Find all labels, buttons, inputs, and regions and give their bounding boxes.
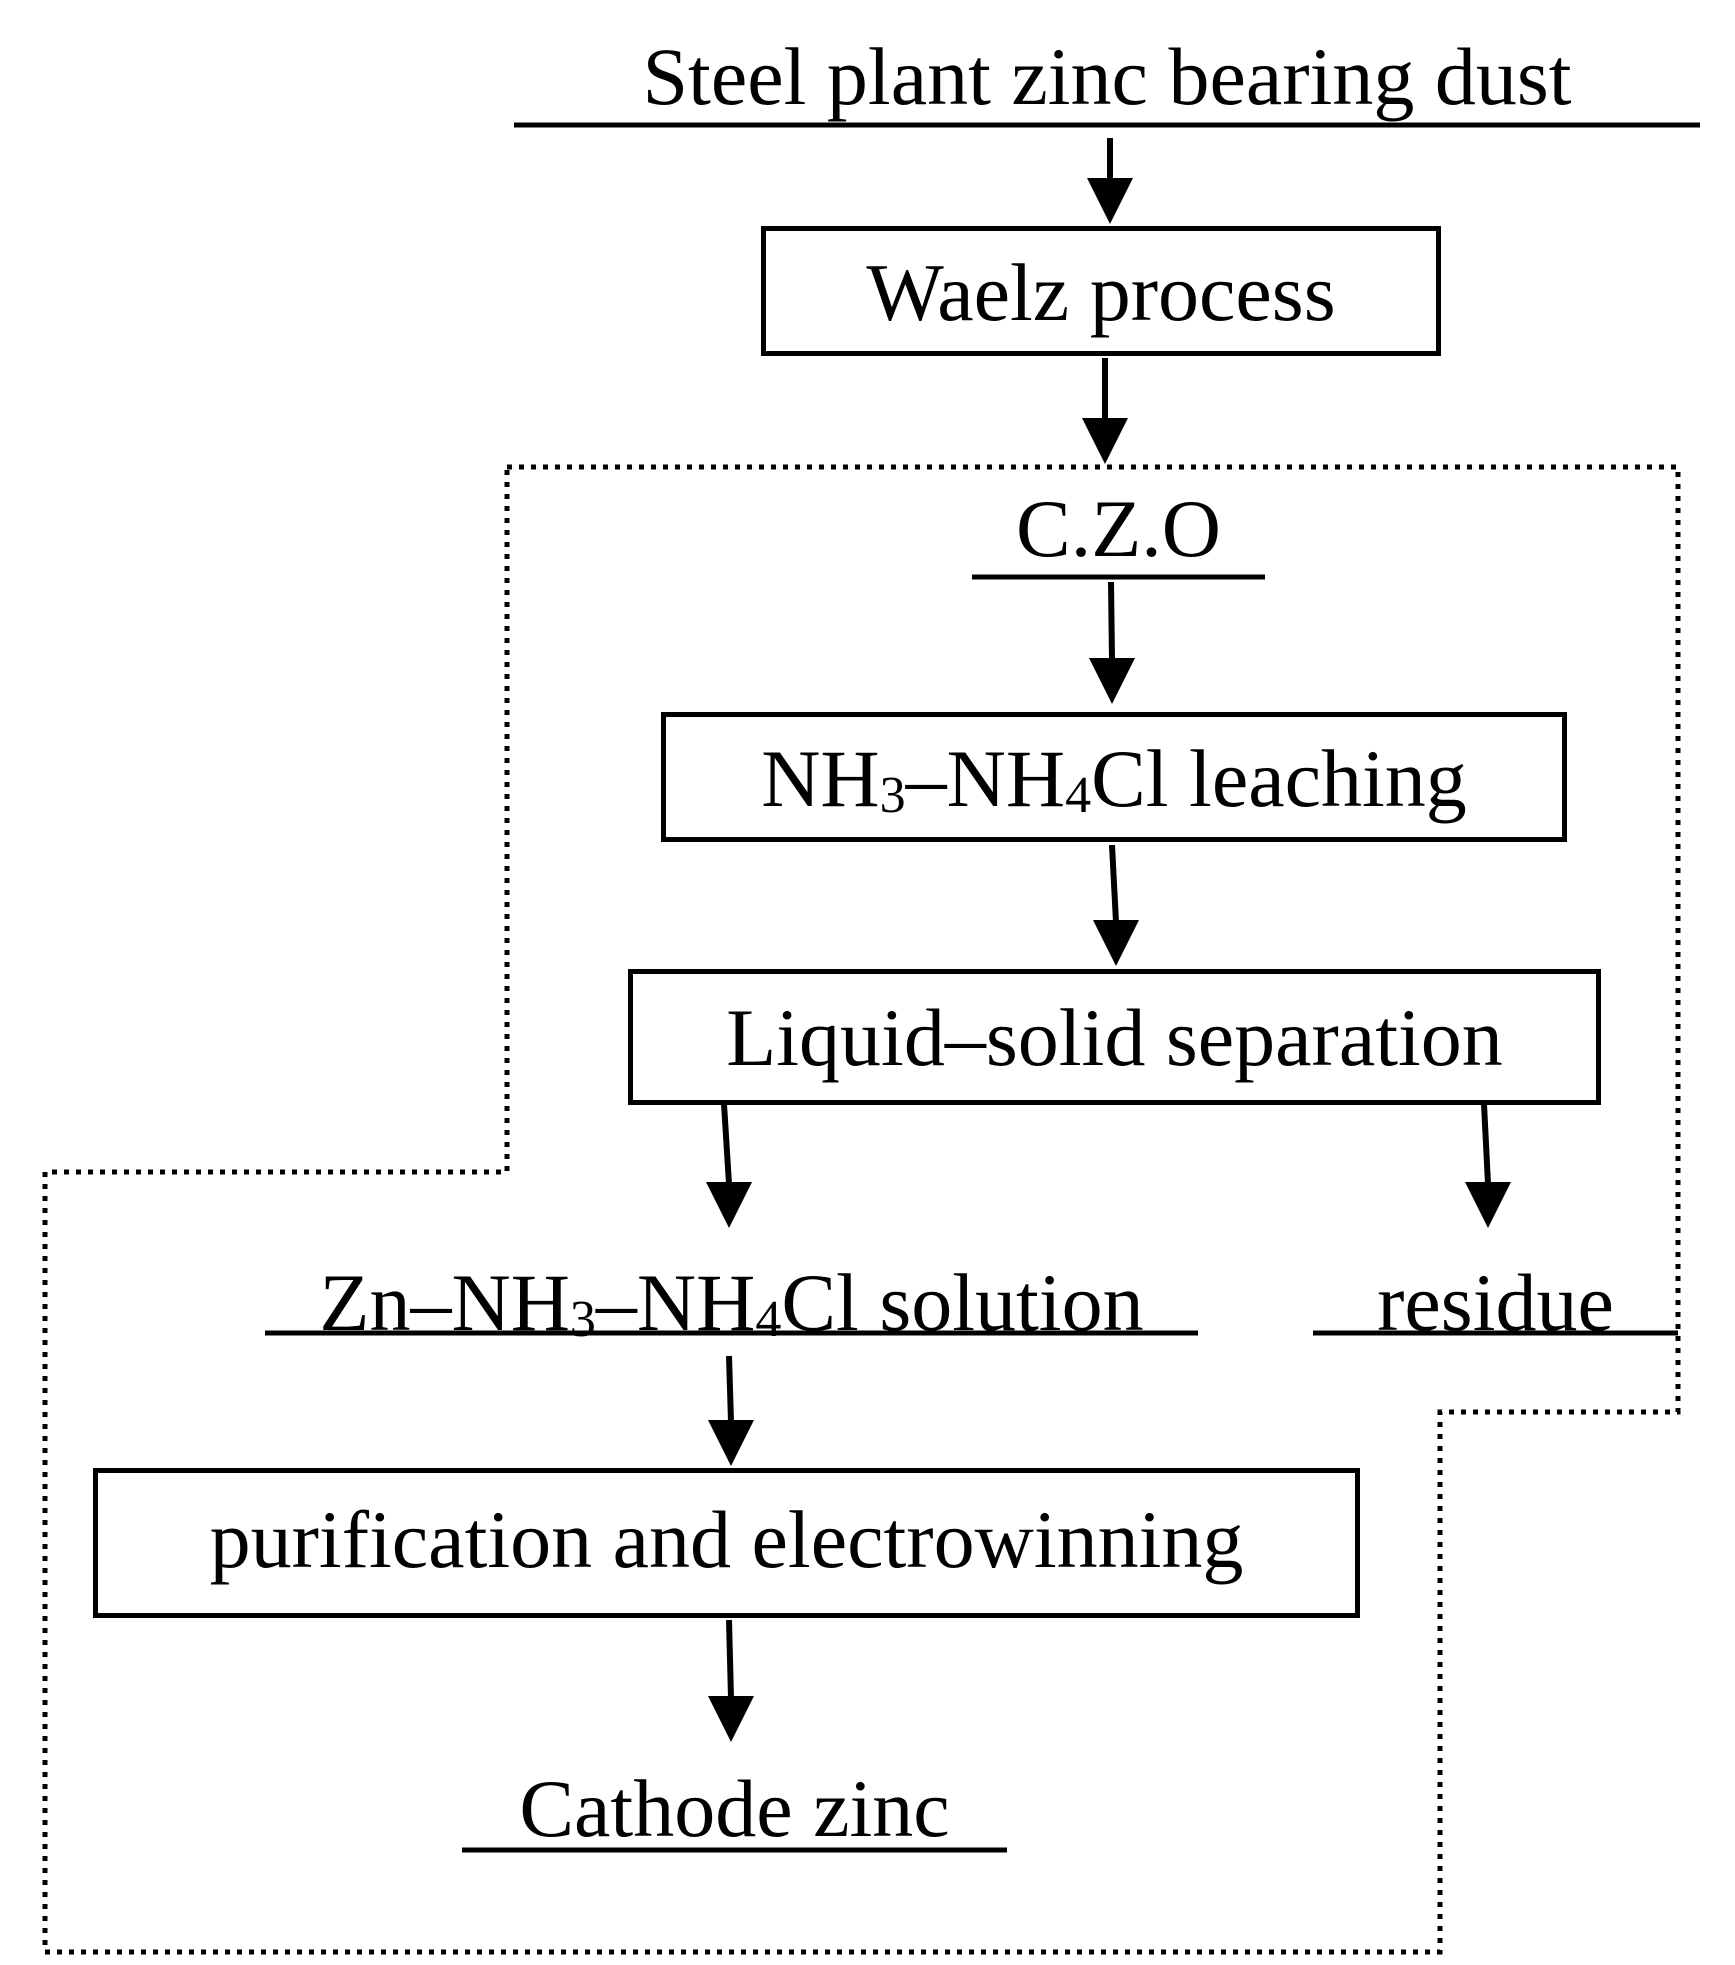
arrow-separation-to-residue xyxy=(1465,1103,1511,1228)
arrow-separation-to-solution xyxy=(706,1103,752,1228)
waelz-box xyxy=(761,226,1441,356)
czo-label: C.Z.O xyxy=(1016,483,1221,574)
solution-label: Zn–NH3–NH4Cl solution xyxy=(319,1257,1144,1349)
arrow-waelz-to-czo xyxy=(1082,358,1128,464)
waelz-label: Waelz process xyxy=(866,247,1336,338)
dotted-boundary xyxy=(42,464,1681,1955)
leach-box xyxy=(661,712,1567,842)
leach-label: NH3–NH4Cl leaching xyxy=(761,733,1467,825)
product-label: Cathode zinc xyxy=(519,1763,950,1854)
feed-label: Steel plant zinc bearing dust xyxy=(642,31,1572,122)
residue-label: residue xyxy=(1377,1257,1614,1348)
arrow-purification-to-product xyxy=(708,1619,754,1742)
separation-box xyxy=(628,969,1601,1105)
arrow-solution-to-purification xyxy=(708,1355,754,1466)
arrow-czo-to-leach xyxy=(1089,581,1135,704)
separation-label: Liquid–solid separation xyxy=(726,992,1503,1083)
arrow-feed-to-waelz xyxy=(1087,138,1133,224)
purification-label: purification and electrowinning xyxy=(209,1494,1244,1585)
purification-box xyxy=(93,1468,1360,1618)
arrow-leach-to-separation xyxy=(1093,844,1139,966)
